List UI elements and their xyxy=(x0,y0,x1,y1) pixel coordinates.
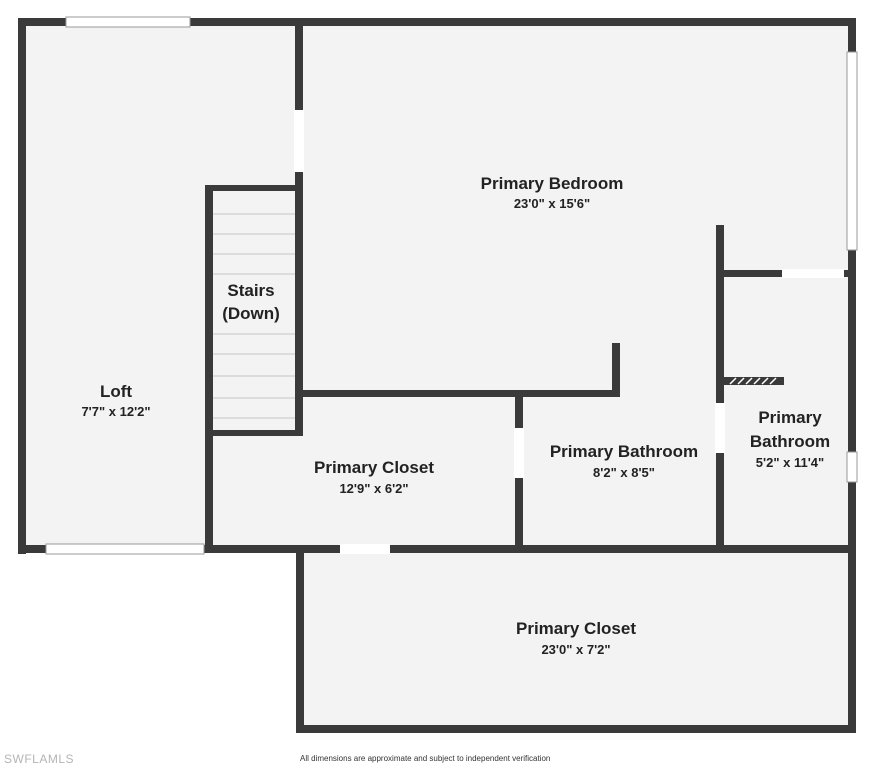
wall-right-upper xyxy=(848,18,856,554)
door-bath-bath xyxy=(715,403,725,453)
room-name-closet-upper: Primary Closet xyxy=(314,458,434,477)
room-name-stairs-2: (Down) xyxy=(222,304,280,323)
room-dims-bedroom: 23'0" x 15'6" xyxy=(514,196,590,211)
room-name-bath-center: Primary Bathroom xyxy=(550,442,698,461)
watermark: SWFLAMLS xyxy=(4,752,75,766)
room-name-bedroom: Primary Bedroom xyxy=(481,174,624,193)
door-lower-closet xyxy=(340,544,390,554)
room-dims-loft: 7'7" x 12'2" xyxy=(81,404,150,419)
wall-middle-horizontal xyxy=(18,545,856,553)
openings xyxy=(45,16,858,555)
floor-upper xyxy=(22,22,852,549)
wall-stairs-bottom xyxy=(205,430,303,436)
wall-loft-right xyxy=(205,185,213,553)
wall-stairs-top xyxy=(205,185,303,191)
wall-stub-vertical xyxy=(612,343,620,397)
room-name-bath-right-2: Bathroom xyxy=(750,432,830,451)
room-name-stairs-1: Stairs xyxy=(227,281,274,300)
room-dims-closet-upper: 12'9" x 6'2" xyxy=(339,481,408,496)
room-dims-closet-lower: 23'0" x 7'2" xyxy=(541,642,610,657)
floor-fills xyxy=(22,22,852,729)
room-name-loft: Loft xyxy=(100,382,132,401)
wall-left xyxy=(18,18,26,554)
room-name-bath-right-1: Primary xyxy=(758,408,822,427)
fixture-hatch xyxy=(729,377,777,385)
disclaimer: All dimensions are approximate and subje… xyxy=(300,754,551,763)
wall-fixture xyxy=(722,377,784,385)
wall-lower-right xyxy=(848,549,856,733)
window-loft-top xyxy=(65,16,191,28)
window-bedroom-right xyxy=(846,51,858,251)
room-dims-bath-center: 8'2" x 8'5" xyxy=(593,465,655,480)
room-labels: Loft 7'7" x 12'2" Stairs (Down) Primary … xyxy=(81,174,830,657)
window-loft-bottom xyxy=(45,543,205,555)
room-name-closet-lower: Primary Closet xyxy=(516,619,636,638)
wall-lower-bottom xyxy=(296,725,856,733)
wall-top xyxy=(18,18,856,26)
door-closet-bath xyxy=(514,428,524,478)
door-bedroom-rightbath xyxy=(782,269,844,278)
wall-bedroom-left xyxy=(295,22,303,436)
door-bedroom-loft xyxy=(294,110,304,172)
room-dims-bath-right: 5'2" x 11'4" xyxy=(756,455,824,470)
wall-lower-left xyxy=(296,549,304,733)
window-bath-right xyxy=(846,451,858,483)
stair-treads xyxy=(213,213,295,419)
floor-lower xyxy=(300,549,852,729)
wall-bedroom-bottom xyxy=(295,390,620,397)
wall-bath-bath xyxy=(716,225,724,549)
